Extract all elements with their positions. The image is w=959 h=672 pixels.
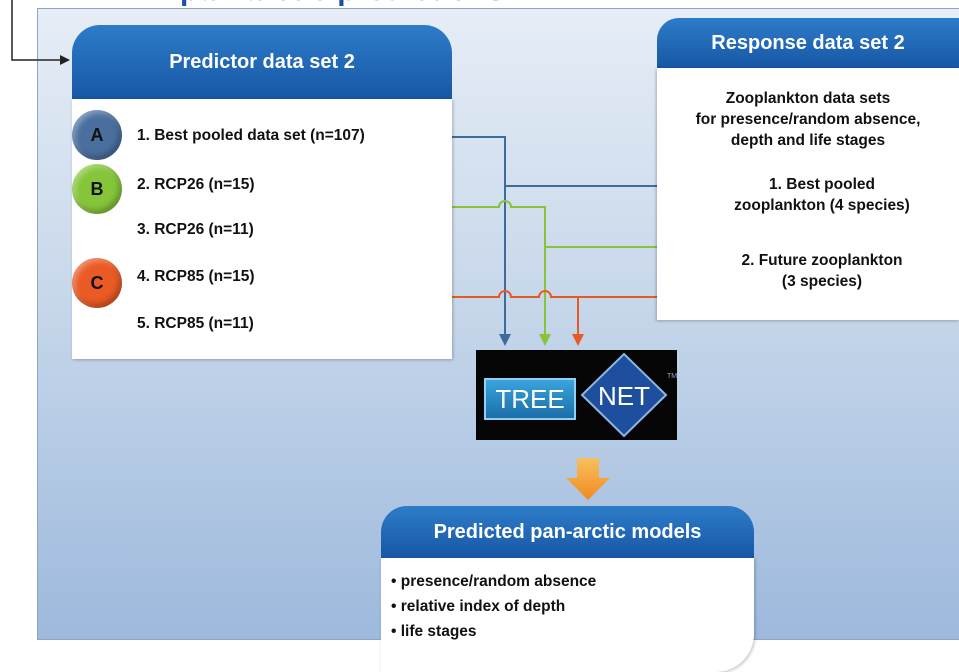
tree-label: TREE [484, 378, 576, 420]
group-c-circle: C [72, 258, 122, 308]
output-header: Predicted pan-arctic models [381, 506, 754, 558]
response-item-1-line-2: zooplankton (4 species) [734, 197, 910, 214]
response-header: Response data set 2 [657, 18, 959, 68]
output-bullet-3: • life stages [391, 623, 477, 640]
response-title: Zooplankton data sets for presence/rando… [657, 88, 959, 151]
arrowhead-a [499, 334, 511, 346]
trademark-mark: TM [667, 373, 678, 380]
line-a [437, 136, 506, 335]
predictor-item-4: 4. RCP85 (n=15) [137, 268, 255, 285]
response-item-2-line-2: (3 species) [781, 273, 863, 290]
response-body [657, 68, 959, 320]
group-a-circle: A [72, 110, 122, 160]
predictor-header: Predictor data set 2 [72, 25, 452, 99]
group-b-circle: B [72, 164, 122, 214]
predictor-item-1: 1. Best pooled data set (n=107) [137, 127, 365, 144]
net-label: NET [598, 380, 650, 411]
response-title-line-3: depth and life stages [730, 132, 886, 149]
response-item-2: 2. Future zooplankton (3 species) [671, 250, 959, 292]
output-bullet-2: • relative index of depth [391, 598, 566, 615]
page-title-partial: pan-arctic predictions [180, 0, 504, 8]
down-arrow-icon [566, 458, 610, 500]
response-item-2-line-1: 2. Future zooplankton [741, 252, 903, 269]
arrowhead-b [539, 334, 551, 346]
treenet-logo: TREE NET TM [476, 350, 677, 440]
predictor-body [72, 99, 452, 359]
arrowhead-c [572, 334, 584, 346]
group-a-letter: A [90, 124, 104, 145]
response-item-1-line-1: 1. Best pooled [769, 176, 875, 193]
response-title-line-2: for presence/random absence, [695, 111, 921, 128]
group-b-letter: B [90, 178, 104, 199]
predictor-item-2: 2. RCP26 (n=15) [137, 176, 255, 193]
response-item-1: 1. Best pooled zooplankton (4 species) [671, 174, 959, 216]
output-body [381, 558, 754, 672]
output-bullet-1-text: presence/random absence [400, 573, 597, 590]
output-bullet-3-text: life stages [400, 623, 477, 640]
entry-arrowhead [60, 55, 70, 65]
predictor-item-3: 3. RCP26 (n=11) [137, 221, 254, 238]
output-bullet-2-text: relative index of depth [400, 598, 566, 615]
predictor-item-5: 5. RCP85 (n=11) [137, 315, 254, 332]
group-c-letter: C [90, 272, 104, 293]
entry-connector [11, 0, 62, 61]
output-bullet-1: • presence/random absence [391, 573, 597, 590]
response-title-line-1: Zooplankton data sets [725, 90, 891, 107]
net-diamond-shape [580, 352, 668, 438]
line-c [316, 290, 710, 298]
line-b [316, 200, 546, 335]
